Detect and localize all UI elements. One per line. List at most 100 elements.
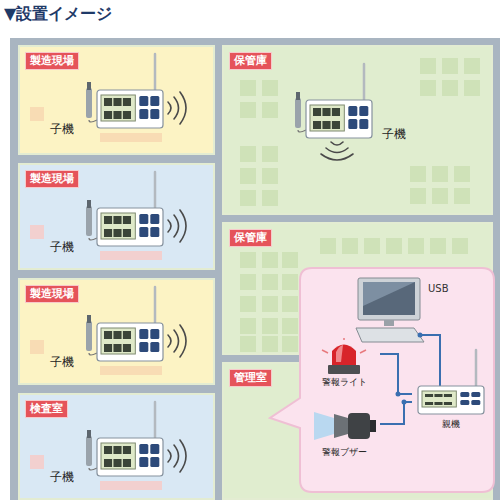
logger-device — [86, 172, 163, 246]
device-body — [418, 386, 484, 414]
lcd-segments — [104, 459, 112, 467]
lcd-segments — [123, 331, 131, 339]
furniture — [386, 238, 402, 254]
room-label: 製造現場 — [25, 285, 79, 303]
probe-cable — [298, 130, 306, 132]
furniture — [408, 238, 424, 254]
icon — [308, 338, 380, 376]
antenna — [154, 54, 157, 90]
lcd-segments — [123, 229, 131, 237]
lcd-segments — [113, 98, 121, 106]
base-unit: 親機 — [412, 372, 490, 434]
furniture — [240, 146, 256, 162]
radio-waves — [168, 325, 186, 357]
logger-device — [86, 402, 163, 476]
light-dome — [332, 345, 356, 366]
furniture — [262, 80, 278, 96]
cable-junction — [402, 400, 407, 405]
room-label: 管理室 — [229, 369, 272, 387]
device-button — [139, 329, 148, 339]
wireless-logger: 子機 — [50, 315, 171, 375]
furniture — [100, 133, 162, 142]
sensor-probe — [86, 206, 92, 236]
furniture — [30, 340, 44, 354]
furniture — [464, 80, 480, 96]
antenna — [154, 287, 157, 323]
lcd-segments — [113, 446, 121, 454]
sensor-probe — [86, 436, 92, 466]
device-button — [150, 214, 159, 224]
sensor-probe — [87, 82, 91, 90]
light-highlight — [336, 345, 343, 362]
lcd-segments — [104, 344, 112, 352]
room: 製造現場子機 — [18, 163, 215, 270]
furniture — [240, 102, 256, 118]
pc — [356, 278, 424, 342]
wireless-logger: 子機 — [50, 200, 171, 260]
lcd-segments — [104, 229, 112, 237]
lcd-segments — [113, 229, 121, 237]
furniture — [100, 366, 162, 375]
sensor-probe — [87, 315, 91, 323]
furniture — [240, 274, 256, 290]
device-button — [139, 342, 148, 352]
furniture — [240, 296, 256, 312]
device-button — [139, 96, 148, 106]
buzzer-horn — [334, 414, 348, 438]
lcd-segments — [434, 402, 442, 405]
furniture — [282, 252, 298, 268]
furniture — [432, 188, 448, 204]
lcd-segments — [113, 216, 121, 224]
furniture — [240, 336, 256, 352]
sensor-probe — [296, 92, 300, 100]
room: 検査室子機 — [18, 393, 215, 500]
usb-cable — [420, 335, 440, 386]
buzzer-body — [348, 413, 370, 439]
room-label: 保管庫 — [229, 229, 272, 247]
furniture — [262, 274, 278, 290]
unit-label: 子機 — [382, 127, 406, 142]
device-button — [150, 342, 159, 352]
logger-device — [86, 54, 163, 128]
device-button — [139, 214, 148, 224]
furniture — [432, 166, 448, 182]
room-label: 製造現場 — [25, 170, 79, 188]
device-button — [359, 119, 368, 129]
lcd-segments — [104, 98, 112, 106]
furniture — [430, 238, 446, 254]
lcd-segments — [425, 394, 433, 397]
device-button — [460, 400, 469, 405]
unit-label: 子機 — [50, 122, 74, 137]
furniture — [464, 58, 480, 74]
light-glow — [322, 338, 366, 353]
device-body — [97, 90, 163, 128]
room: 保管庫 — [222, 222, 493, 355]
device-button — [471, 392, 480, 397]
furniture — [442, 58, 458, 74]
antenna — [154, 172, 157, 208]
lcd-segments — [332, 121, 340, 129]
lcd-segments — [123, 446, 131, 454]
logger-device — [86, 287, 163, 361]
furniture — [240, 190, 256, 206]
icon — [308, 404, 380, 446]
furniture — [262, 296, 278, 312]
furniture — [100, 251, 162, 260]
lcd-segments — [444, 402, 452, 405]
logger-device — [294, 92, 376, 140]
logger-device — [418, 350, 484, 414]
furniture — [320, 238, 336, 254]
device-body — [97, 208, 163, 246]
device-button — [139, 457, 148, 467]
lcd-segments — [332, 108, 340, 116]
sensor-probe — [87, 200, 91, 208]
furniture — [30, 455, 44, 469]
unit-label: 子機 — [50, 240, 74, 255]
probe-cable — [89, 120, 97, 122]
furniture — [30, 58, 480, 490]
lcd-segments — [113, 459, 121, 467]
sensor-probe — [295, 98, 301, 128]
room: 製造現場子機 — [18, 278, 215, 385]
